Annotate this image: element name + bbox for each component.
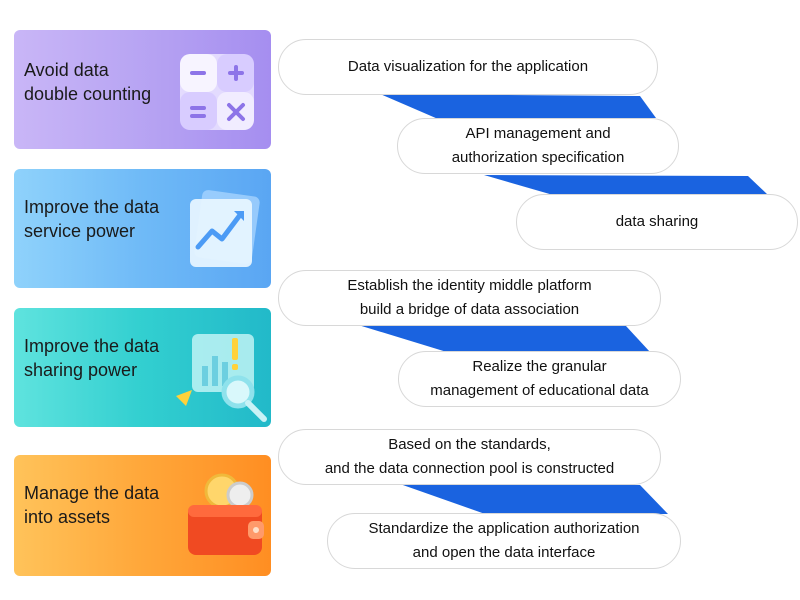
connector-ribbon — [400, 484, 668, 515]
card-label: Improve the data service power — [24, 197, 160, 241]
connector-ribbon — [380, 94, 656, 122]
step-pill-data-sharing: data sharing — [516, 194, 798, 250]
step-pill-connection-pool: Based on the standards, and the data con… — [278, 429, 661, 485]
calculator-icon — [180, 54, 254, 130]
card-avoid-double-counting: Avoid data double counting — [14, 30, 271, 149]
magnifier-chart-icon — [176, 334, 267, 422]
step-pill-data-visualization: Data visualization for the application — [278, 39, 658, 95]
card-improve-service-power: Improve the data service power — [14, 169, 271, 288]
card-label: Avoid data double counting — [24, 60, 152, 104]
step-pill-granular-management: Realize the granular management of educa… — [398, 351, 681, 407]
step-pill-api-management: API management and authorization specifi… — [397, 118, 679, 174]
connector-ribbon — [355, 324, 650, 353]
card-label: Improve the data sharing power — [24, 336, 160, 380]
wallet-icon — [188, 473, 264, 555]
step-pill-identity-platform: Establish the identity middle platform b… — [278, 270, 661, 326]
card-manage-data-assets: Manage the data into assets — [14, 455, 271, 576]
card-improve-sharing-power: Improve the data sharing power — [14, 308, 271, 427]
card-label: Manage the data into assets — [24, 483, 160, 527]
connector-ribbon — [484, 175, 768, 197]
step-pill-application-authorization: Standardize the application authorizatio… — [327, 513, 681, 569]
trend-chart-icon — [190, 190, 260, 267]
